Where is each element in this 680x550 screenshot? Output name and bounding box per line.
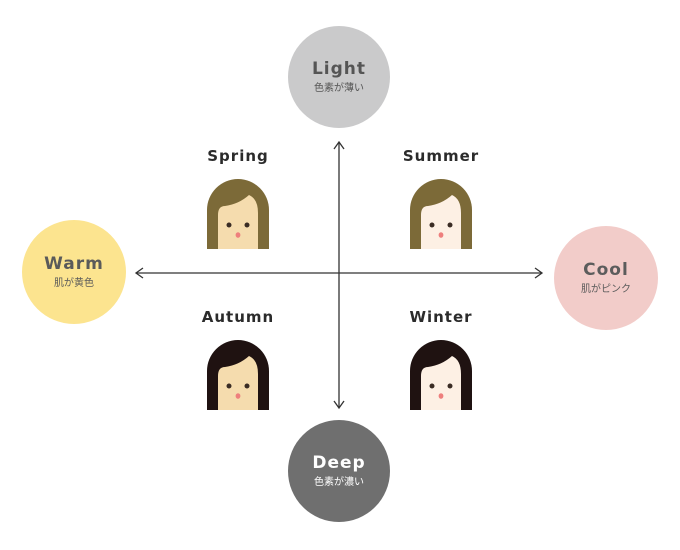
pole-warm-subtitle: 肌が黄色	[54, 278, 94, 289]
pole-cool-title: Cool	[583, 260, 629, 280]
season-summer-label: Summer	[402, 147, 480, 165]
season-summer: Summer	[381, 147, 501, 249]
girl-face-icon	[207, 179, 269, 249]
pole-warm: Warm 肌が黄色	[22, 220, 126, 324]
pole-light: Light 色素が薄い	[288, 26, 390, 128]
pole-cool-subtitle: 肌がピンク	[581, 284, 631, 295]
season-autumn-label: Autumn	[201, 308, 275, 326]
arrow-left-icon	[134, 267, 144, 279]
pole-light-title: Light	[311, 59, 367, 79]
girl-face-icon	[410, 179, 472, 249]
season-winter: Winter	[381, 308, 501, 410]
season-spring-label: Spring	[207, 147, 269, 165]
arrow-right-icon	[534, 267, 544, 279]
arrow-down-icon	[333, 400, 345, 410]
season-spring: Spring	[178, 147, 298, 249]
arrow-up-icon	[333, 140, 345, 150]
pole-light-subtitle: 色素が薄い	[314, 83, 364, 94]
pole-deep-subtitle: 色素が濃い	[314, 477, 364, 488]
girl-face-icon	[410, 340, 472, 410]
pole-cool: Cool 肌がピンク	[554, 226, 658, 330]
pole-deep: Deep 色素が濃い	[288, 420, 390, 522]
season-autumn: Autumn	[178, 308, 298, 410]
pole-warm-title: Warm	[44, 254, 104, 274]
girl-face-icon	[207, 340, 269, 410]
season-winter-label: Winter	[409, 308, 473, 326]
pole-deep-title: Deep	[312, 453, 366, 473]
